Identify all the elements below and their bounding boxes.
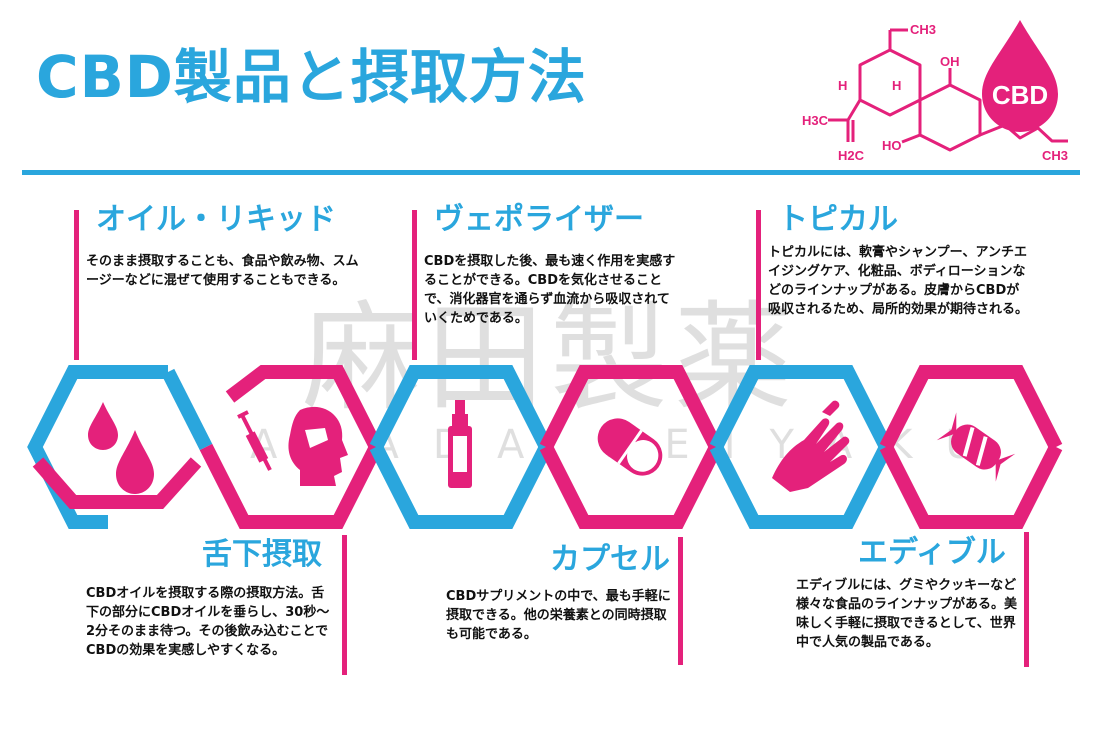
section-title-oil: オイル・リキッド: [96, 202, 336, 237]
section-title-capsule: カプセル: [550, 542, 670, 577]
face-syringe-icon: [237, 406, 348, 486]
candy-icon: [936, 412, 1016, 482]
section-title-vaporizer: ヴェポライザー: [434, 202, 644, 237]
section-bar: [412, 210, 417, 360]
hex-blue-5: [709, 365, 893, 451]
capsule-icon: [597, 418, 663, 476]
section-bar: [74, 210, 79, 360]
section-title-topical: トピカル: [778, 202, 898, 237]
page-title: CBD製品と摂取方法: [36, 43, 587, 111]
hex-pink-4: [539, 365, 723, 451]
section-bar: [342, 535, 347, 675]
hex-blue-3: [369, 365, 553, 451]
hex-pink-2-bottom: [199, 443, 383, 529]
label-h-right: H: [892, 78, 901, 93]
hex-pink-1-fragment: [32, 457, 202, 509]
molecule-ring-aromatic: [918, 83, 982, 152]
hexagon-chain: [27, 365, 1063, 529]
label-ho: HO: [882, 138, 902, 153]
hex-blue-3-bottom: [369, 443, 553, 529]
label-h3c: H3C: [802, 113, 829, 128]
hex-blue-1-right: [161, 368, 213, 451]
section-text-capsule: CBDサプリメントの中で、最も手軽に摂取できる。他の栄養素との同時摂取も可能であ…: [446, 589, 671, 642]
section-title-edible: エディブル: [858, 535, 1006, 570]
label-h2c: H2C: [838, 148, 865, 163]
molecule-ring-top: [858, 48, 922, 117]
title-divider: [22, 170, 1080, 175]
section-text-topical: トピカルには、軟膏やシャンプー、アンチエイジングケア、化粧品、ボディローションな…: [768, 245, 1029, 317]
section-text-edible: エディブルには、グミやクッキーなど様々な食品のラインナップがある。美味しく手軽に…: [796, 578, 1018, 650]
hex-pink-4-bottom: [539, 443, 723, 529]
hex-blue-5-bottom: [709, 443, 893, 529]
cbd-drop-icon: [982, 20, 1058, 132]
label-ch3-top: CH3: [910, 22, 936, 37]
spray-bottle-icon: [448, 400, 472, 488]
label-h-left: H: [838, 78, 847, 93]
label-ch3-right: CH3: [1042, 148, 1068, 163]
hex-pink-6-bottom: [879, 443, 1063, 529]
hex-pink-2: [225, 365, 383, 451]
section-bar: [678, 537, 683, 665]
hand-icon: [772, 400, 850, 492]
droplets-icon: [88, 402, 154, 494]
section-bar: [1024, 532, 1029, 667]
label-oh-top: OH: [940, 54, 960, 69]
drop-label: CBD: [992, 80, 1048, 110]
section-text-vaporizer: CBDを摂取した後、最も速く作用を実感することができる。CBDを気化させることで…: [424, 254, 676, 326]
section-text-sublingual: CBDオイルを摂取する際の摂取方法。舌下の部分にCBDオイルを垂らし、30秒〜2…: [86, 586, 330, 658]
cbd-molecule-diagram: CBD CH3 H H OH H3C H2C HO CH3: [802, 20, 1068, 163]
hex-blue-1: [27, 365, 168, 529]
section-text-oil: そのまま摂取することも、食品や飲み物、スムージーなどに混ぜて使用することもできる…: [86, 254, 359, 288]
hex-pink-6: [879, 365, 1063, 451]
section-title-sublingual: 舌下摂取: [202, 537, 322, 572]
section-bar: [756, 210, 761, 360]
